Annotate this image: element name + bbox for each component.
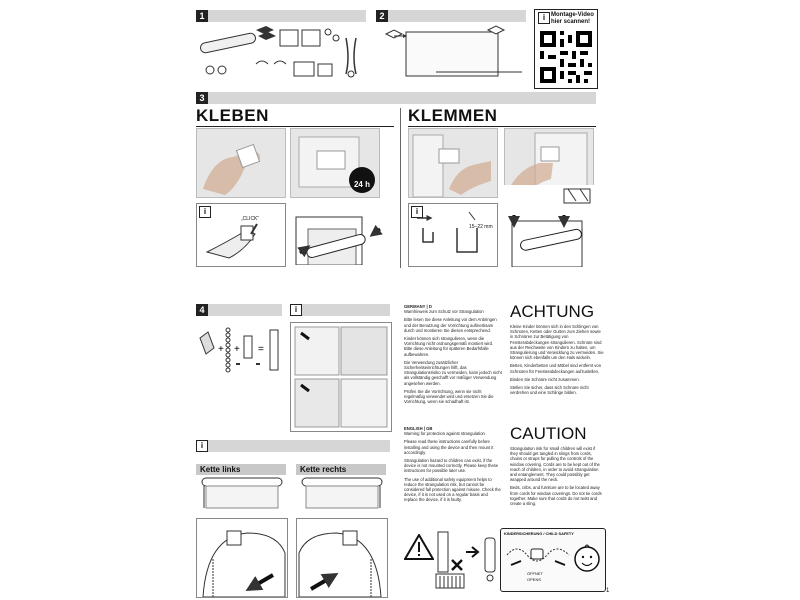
info-panel-header: i [290, 304, 390, 316]
opens-label: OPENS [527, 577, 542, 582]
info-icon: i [538, 12, 550, 24]
english-subtitle: Warning for protection against strangula… [404, 431, 485, 437]
step-1-header: 1 [196, 10, 366, 22]
chain-left-closeup [196, 518, 288, 598]
german-paragraph-3: Die Verwendung zusätzlicher Sicherheitse… [404, 359, 502, 386]
child-safety-panel: KINDERSICHERUNG / CHILD SAFETY ÖFFNET OP… [404, 528, 606, 592]
chain-right-blind [301, 477, 383, 509]
caution-text: Strangulation risk for small children wi… [510, 446, 604, 506]
child-safety-label: KINDERSICHERUNG / CHILD SAFETY [504, 531, 574, 536]
klemmen-heading: KLEMMEN [408, 106, 498, 125]
step-4-number: 4 [196, 304, 208, 316]
arrow-right-icon [466, 546, 480, 558]
24h-badge: 24 h [349, 167, 375, 193]
german-paragraph-4: Prüfen Sie die Vorrichtung, wenn sie nic… [404, 388, 494, 405]
parts-illustration [200, 26, 357, 78]
kleben-install-diagram [290, 203, 386, 265]
info-icon: i [199, 206, 211, 218]
chain-side-header: i [196, 440, 390, 452]
caution-paragraph-1: Strangulation risk for small children wi… [510, 446, 600, 483]
achtung-text: Kleine Kinder können sich in den Schling… [510, 324, 604, 395]
klemmen-size-diagram: i 15–22 mm [408, 203, 498, 267]
achtung-paragraph-4: Stellen Sie sicher, dass sich Schnüre ni… [510, 385, 589, 396]
chain-left-label: Kette links [196, 464, 286, 475]
step-4-header: 4 [196, 304, 282, 316]
qr-caption-line-1: Montage-Video [551, 12, 594, 18]
info-icon: i [196, 440, 208, 452]
mounting-info-diagram [290, 322, 392, 432]
crib-hazard-icon [435, 531, 465, 589]
step-2-number: 2 [376, 10, 388, 22]
caution-paragraph-2: Beds, cribs, and furniture are to be loc… [510, 485, 602, 507]
mounting-illustration [384, 25, 522, 77]
svg-text:+: + [234, 344, 240, 355]
german-paragraph-2: Kinder können sich strangulieren, wenn d… [404, 336, 494, 357]
chain-right-closeup [296, 518, 388, 598]
step-3-number: 3 [196, 92, 208, 104]
klemmen-install-diagram [500, 185, 600, 267]
caution-heading: CAUTION [510, 424, 587, 443]
offnet-label: ÖFFNET [527, 571, 543, 576]
qr-code[interactable] [540, 30, 592, 84]
achtung-paragraph-3: Binden Sie Schnüre nicht zusammen. [510, 376, 580, 382]
svg-text:=: = [258, 344, 264, 355]
chain-left-blind [201, 477, 283, 509]
kleben-klemmen-divider [400, 108, 401, 268]
child-safety-box: KINDERSICHERUNG / CHILD SAFETY ÖFFNET OP… [500, 528, 606, 592]
achtung-paragraph-2: Betten, Kinderbetten und Möbel sind entf… [510, 363, 602, 374]
english-warning: ENGLISH | GB Warning for protection agai… [404, 426, 502, 503]
kleben-photo-wait: 24 h [290, 128, 380, 198]
info-icon: i [290, 304, 302, 316]
step-1-number: 1 [196, 10, 208, 22]
kleben-heading: KLEBEN [196, 106, 269, 125]
svg-text:+: + [218, 344, 224, 355]
24h-label: 24 h [353, 180, 370, 189]
chain-safety-device-icon [484, 537, 496, 582]
chain-assembly-illustration: + + = [199, 327, 279, 373]
english-paragraph-3: The use of additional safety equipment h… [404, 476, 501, 503]
english-paragraph-1: Please read these instructions carefully… [404, 439, 494, 455]
kleben-underline [196, 126, 394, 127]
german-subtitle: Warnhinweis zum Schutz vor Strangulation [404, 309, 484, 315]
chain-connector-icon [506, 548, 570, 566]
german-warning: GERMANY | D Warnhinweis zum Schutz vor S… [404, 304, 502, 404]
german-country: GERMANY | D [404, 304, 432, 309]
kleben-click-diagram: i „CLICK“ [196, 203, 286, 267]
achtung-paragraph-1: Kleine Kinder können sich in den Schling… [510, 324, 604, 361]
klemmen-underline [408, 126, 596, 127]
page-number: 1 [606, 588, 610, 594]
achtung-heading: ACHTUNG [510, 302, 595, 321]
chain-right-label: Kette rechts [296, 464, 386, 475]
german-paragraph-1: Bitte lesen Sie diese Anleitung vor dem … [404, 317, 497, 333]
english-country: ENGLISH | GB [404, 426, 433, 431]
step-3-header: 3 [196, 92, 596, 104]
click-label: „CLICK“ [241, 216, 260, 222]
child-face-icon [574, 544, 600, 572]
kleben-photo-apply [196, 128, 286, 198]
warning-triangle-icon [404, 534, 434, 560]
qr-panel: i Montage-Video hier scannen! [534, 9, 598, 89]
qr-caption-line-2: hier scannen! [551, 19, 591, 25]
klemmen-photo-attach [408, 128, 498, 198]
size-label: 15–22 mm [469, 224, 493, 230]
english-paragraph-2: Strangulation hazard to children can exi… [404, 458, 499, 474]
step-2-header: 2 [376, 10, 526, 22]
